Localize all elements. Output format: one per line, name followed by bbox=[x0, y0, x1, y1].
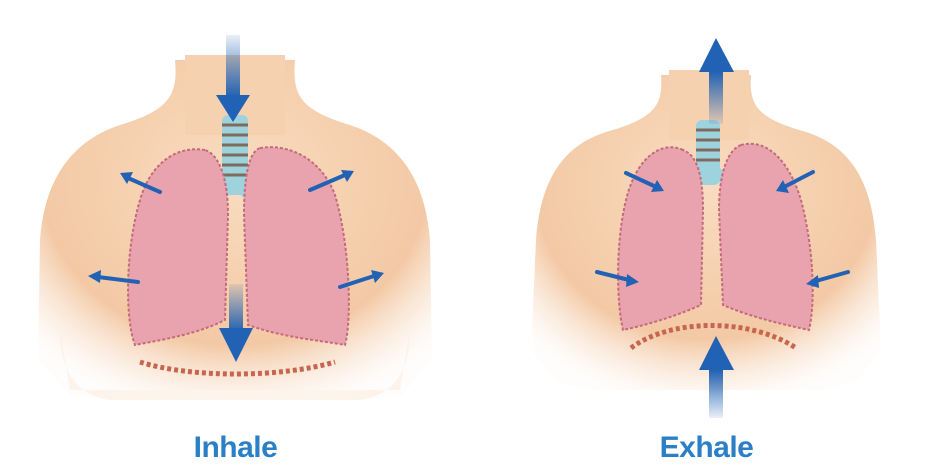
inhale-illustration bbox=[0, 0, 471, 471]
inhale-panel: Inhale bbox=[0, 0, 471, 471]
arrow-down-icon bbox=[229, 284, 243, 332]
exhale-illustration bbox=[471, 0, 942, 471]
arrow-up-icon bbox=[699, 38, 734, 72]
exhale-label: Exhale bbox=[471, 431, 942, 465]
arrow-down-icon bbox=[226, 35, 240, 97]
inhale-label: Inhale bbox=[0, 431, 471, 465]
exhale-panel: Exhale bbox=[471, 0, 942, 471]
